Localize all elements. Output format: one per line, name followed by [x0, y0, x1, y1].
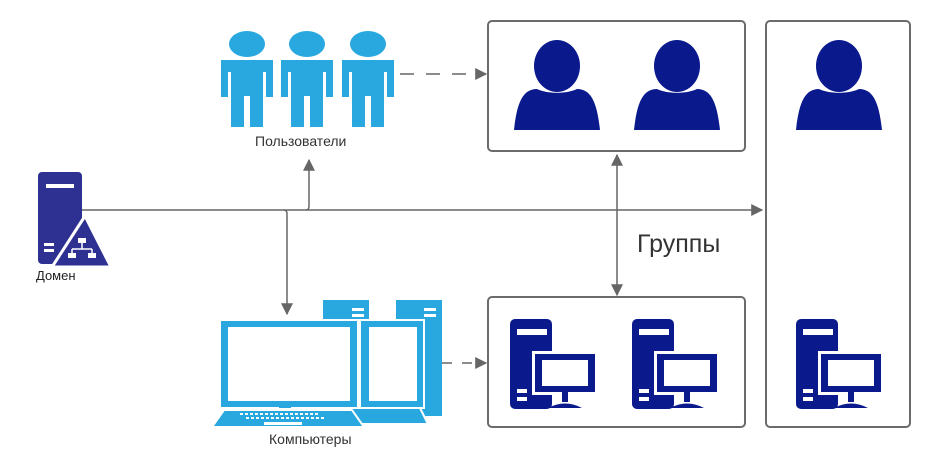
connectors — [80, 68, 764, 369]
domain-to-users-line — [303, 158, 315, 211]
computers-label: Компьютеры — [269, 431, 352, 447]
desktop-computers-icon[interactable] — [210, 300, 442, 428]
groups-label: Группы — [637, 230, 721, 258]
users-label: Пользователи — [255, 133, 347, 149]
server-network-icon[interactable] — [38, 172, 114, 269]
domain-to-computers-line — [281, 209, 293, 316]
people-group-icon[interactable] — [221, 31, 394, 127]
user-group-box[interactable] — [487, 20, 746, 152]
domain-label: Домен — [36, 268, 76, 283]
